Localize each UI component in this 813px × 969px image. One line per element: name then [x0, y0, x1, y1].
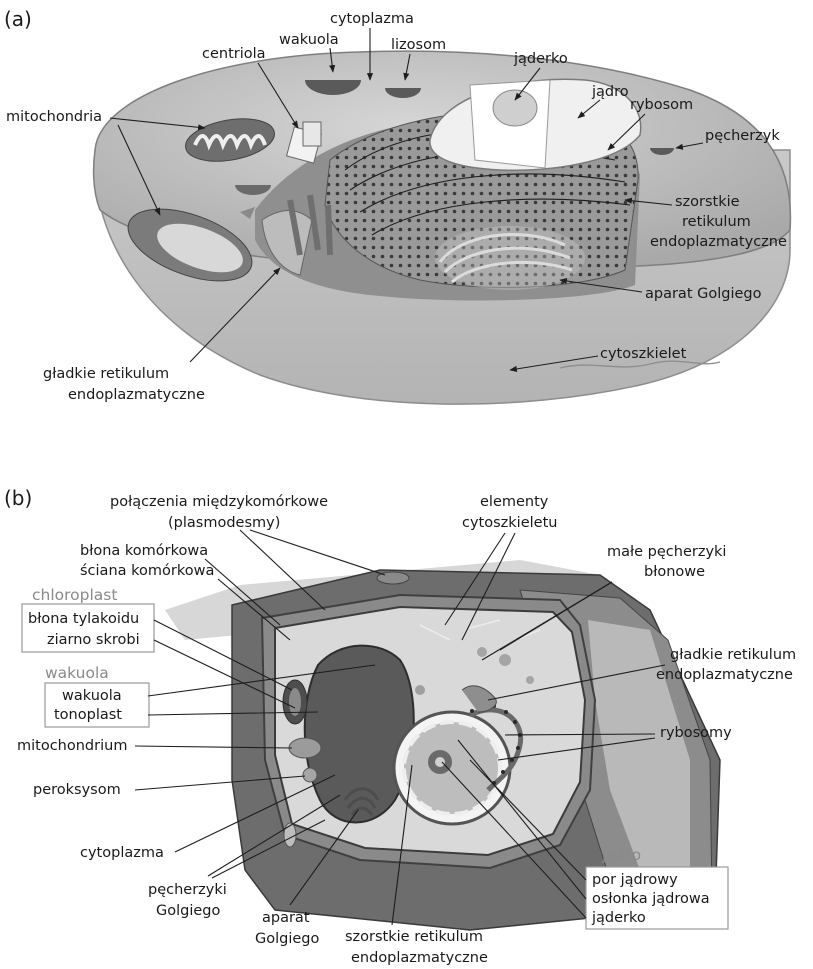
label-szorstkie-a-3: endoplazmatyczne: [650, 234, 787, 250]
label-cytoplazma-a: cytoplazma: [330, 11, 414, 27]
label-polaczenia-1: połączenia międzykomórkowe: [110, 494, 328, 510]
label-pecherzyki-1: pęcherzyki: [148, 882, 227, 898]
label-cytoplazma-b: cytoplazma: [80, 845, 164, 861]
label-gladkie-b-2: endoplazmatyczne: [656, 667, 793, 683]
label-male-1: małe pęcherzyki: [607, 544, 726, 560]
label-szorstkie-a-1: szorstkie: [675, 194, 740, 210]
label-oslonka-jadrowa: osłonka jądrowa: [592, 891, 710, 907]
label-aparat-b-2: Golgiego: [255, 931, 319, 947]
label-centriola: centriola: [202, 46, 266, 62]
label-wakuola-a: wakuola: [279, 32, 339, 48]
label-gladkie-a-1: gładkie retikulum: [43, 366, 169, 382]
label-jaderko-a: jąderko: [513, 51, 568, 67]
label-jaderko-b: jąderko: [591, 910, 646, 926]
label-aparat-a: aparat Golgiego: [645, 286, 762, 302]
label-tonoplast: tonoplast: [54, 707, 122, 723]
label-szorstkie-b-1: szorstkie retikulum: [345, 929, 483, 945]
label-jadro-a: jądro: [591, 84, 629, 100]
label-gladkie-b-1: gładkie retikulum: [670, 647, 796, 663]
label-mitochondrium: mitochondrium: [17, 738, 127, 754]
label-gladkie-a-2: endoplazmatyczne: [68, 387, 205, 403]
label-elementy-2: cytoszkieletu: [462, 515, 557, 531]
label-por-jadrowy: por jądrowy: [592, 872, 678, 888]
label-szorstkie-b-2: endoplazmatyczne: [351, 950, 488, 966]
label-wakuola-b: wakuola: [62, 688, 122, 704]
label-aparat-b-1: aparat: [262, 910, 310, 926]
label-mitochondria: mitochondria: [6, 109, 102, 125]
label-jadro-title: jądro: [601, 846, 641, 864]
label-pecherzyki-2: Golgiego: [156, 903, 220, 919]
label-szorstkie-a-2: retikulum: [682, 214, 751, 230]
label-chloroplast-title: chloroplast: [32, 586, 117, 604]
label-pecherzyk: pęcherzyk: [705, 128, 780, 144]
label-elementy-1: elementy: [480, 494, 549, 510]
label-rybosom: rybosom: [630, 97, 693, 113]
panel-a-label: (a): [4, 7, 32, 31]
label-male-2: błonowe: [644, 564, 705, 580]
label-cytoszkielet: cytoszkielet: [600, 346, 687, 362]
label-blona-tylakoidu: błona tylakoidu: [28, 611, 139, 627]
label-blona-komorkowa: błona komórkowa: [80, 543, 208, 559]
label-polaczenia-2: (plasmodesmy): [168, 515, 280, 531]
label-wakuola-title: wakuola: [45, 664, 109, 682]
label-ziarno-skrobi: ziarno skrobi: [47, 632, 140, 648]
panel-b-label: (b): [4, 486, 32, 510]
label-peroksysom: peroksysom: [33, 782, 121, 798]
label-sciana-komorkowa: ściana komórkowa: [80, 563, 214, 579]
label-rybosomy: rybosomy: [660, 725, 732, 741]
label-lizosom: lizosom: [391, 37, 446, 53]
